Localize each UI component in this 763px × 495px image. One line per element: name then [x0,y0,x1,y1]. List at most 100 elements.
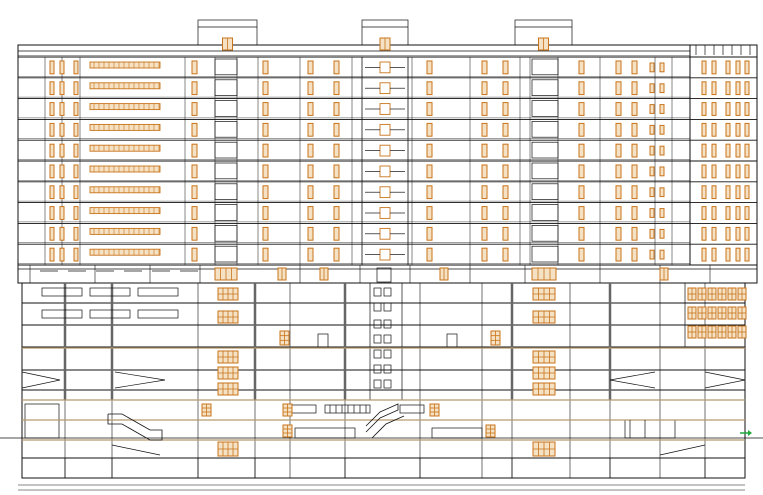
ground-level-arrow [748,430,752,436]
escalator-rail [371,415,405,439]
tower-window-small [659,187,665,198]
podium-door [317,333,329,348]
core-podium-window [373,379,382,389]
annex-window [701,122,707,137]
tower-large-opening [214,100,238,117]
tower-balcony-rail [89,61,161,69]
tower-large-opening [531,58,559,76]
tower-large-opening [531,225,559,242]
podium-strip-window [137,309,179,319]
core-podium-window [383,287,392,297]
annex-window [735,206,741,220]
tower-window-small [649,249,655,260]
tower-window-narrow [59,81,65,96]
tower-window-narrow [59,143,65,158]
tower-window-small [659,208,665,218]
tower-large-opening [214,245,238,263]
tower-window [307,102,314,116]
annex-window [711,102,717,116]
tower-large-opening [531,121,559,138]
annex-window [744,122,750,137]
shopfront [324,404,371,414]
tower-window [615,81,622,96]
tower-window [262,247,269,262]
tower-window [502,185,509,200]
tower-window [191,81,198,96]
tower-window-small [649,187,655,198]
tower-window [333,164,340,179]
core-podium-window [373,302,382,312]
core-podium-window [383,364,392,374]
tower-window [615,247,622,262]
annex-window [735,164,741,179]
tower-window-small [649,145,655,156]
basement-level [21,457,746,479]
tower-window-small [649,104,655,114]
shopfront [399,404,425,414]
tower-balcony-rail [89,103,161,111]
tower-window [578,226,585,241]
annex-window [711,122,717,137]
annex-window [711,206,717,220]
core-window [379,82,391,95]
annex-window [725,60,731,75]
tower-window [631,60,638,75]
tower-window [333,206,340,220]
tower-balcony-rail [89,207,161,215]
tower-window [307,60,314,75]
tower-window [426,247,433,262]
core-podium-window [383,302,392,312]
tower-window-narrow [49,102,55,116]
tower-window [307,143,314,158]
core-window [379,186,391,199]
tower-window [481,206,488,220]
annex-window [711,247,717,262]
tower-window-small [659,124,665,135]
tower-window-narrow [49,60,55,75]
tower-balcony-rail [89,165,161,173]
core-podium-window [373,334,382,344]
tower-window [262,226,269,241]
tower-window [333,226,340,241]
tower-balcony-rail [89,82,161,90]
ramp-line [704,371,746,381]
tower-window [191,206,198,220]
ramp-line [21,379,61,389]
tower-window [502,102,509,116]
tower-window [481,81,488,96]
annex-window [744,185,750,200]
tower-window [502,164,509,179]
core-window [379,227,391,240]
tower-window-small [659,104,665,114]
tower-window [615,143,622,158]
annex-window [735,226,741,241]
tower-window [578,206,585,220]
tower-window [426,143,433,158]
core-window [379,144,391,157]
annex-window [744,206,750,220]
core-window [379,207,391,219]
tower-window-small [659,228,665,239]
annex-window [711,185,717,200]
tower-window [333,143,340,158]
tower-window-narrow [49,226,55,241]
annex-window [735,102,741,116]
tower-large-opening [214,79,238,96]
tower-window [481,185,488,200]
tower-window [502,247,509,262]
tower-window [262,102,269,116]
annex-window [744,143,750,158]
tower-window-narrow [59,247,65,262]
ramp-line [21,371,61,381]
tower-window [333,102,340,116]
tower-window [502,60,509,75]
ramp-line [704,379,746,389]
tower-window [578,143,585,158]
tower-window [578,102,585,116]
tower-window [191,247,198,262]
annex-window [701,226,707,241]
annex-window [744,247,750,262]
tower-window-narrow [59,122,65,137]
transfer-core-opening [376,267,392,283]
lobby-entrance [24,403,60,439]
